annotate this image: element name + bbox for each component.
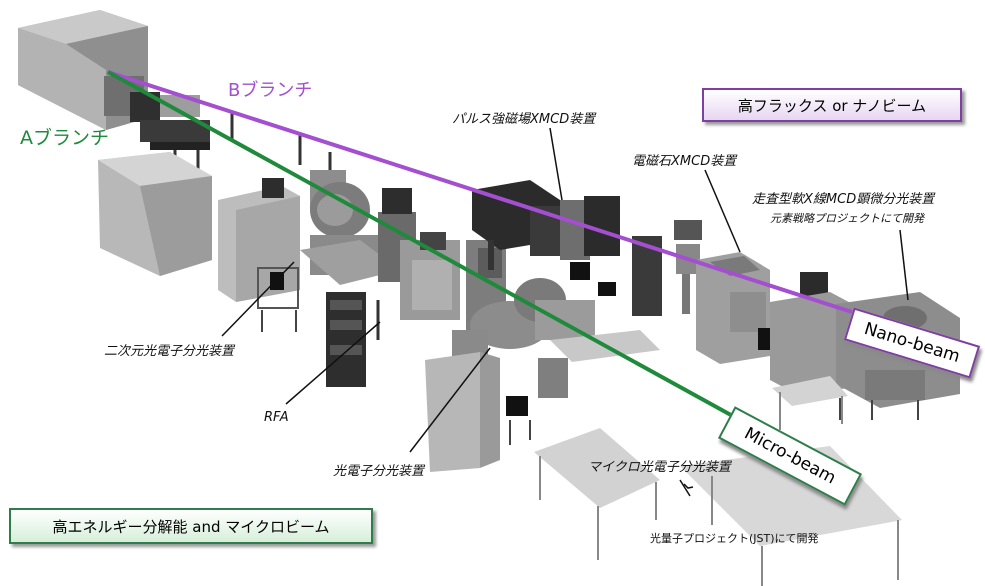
leader-lines (221, 127, 909, 497)
banner-high-resolution: 高エネルギー分解能 and マイクロビーム (9, 508, 373, 544)
chamber-cluster-a (262, 170, 460, 320)
branch-a-label: Aブランチ (20, 127, 109, 149)
b-branch-beamline (107, 70, 853, 314)
rfa-rack (326, 292, 380, 387)
pes-2d-label: 二次元光電子分光装置 (104, 344, 235, 359)
pes-label: 光電子分光装置 (333, 464, 425, 479)
a-branch-beamline (107, 70, 741, 422)
micro-pes-note: 光量子プロジェクト(JST)にて開発 (650, 532, 819, 545)
rfa-label: RFA (264, 410, 289, 425)
branch-b-label: Bブランチ (228, 80, 313, 101)
source-enclosure (18, 10, 148, 130)
scan-mcd-note: 元素戦略プロジェクトにて開発 (770, 212, 924, 225)
hutch-2d-pes (98, 152, 300, 332)
magnet-xmcd-label: 電磁石XMCD装置 (632, 154, 737, 169)
micro-pes-label: マイクロ光電子分光装置 (588, 460, 731, 475)
pulse-xmcd-label: パルス強磁場XMCD装置 (452, 112, 596, 127)
banner-high-flux: 高フラックス or ナノビーム (702, 88, 962, 122)
magnet-xmcd-system (632, 220, 778, 364)
pes-system (425, 240, 660, 472)
scan-mcd-label: 走査型軟X線MCD顕微分光装置 (752, 192, 935, 207)
